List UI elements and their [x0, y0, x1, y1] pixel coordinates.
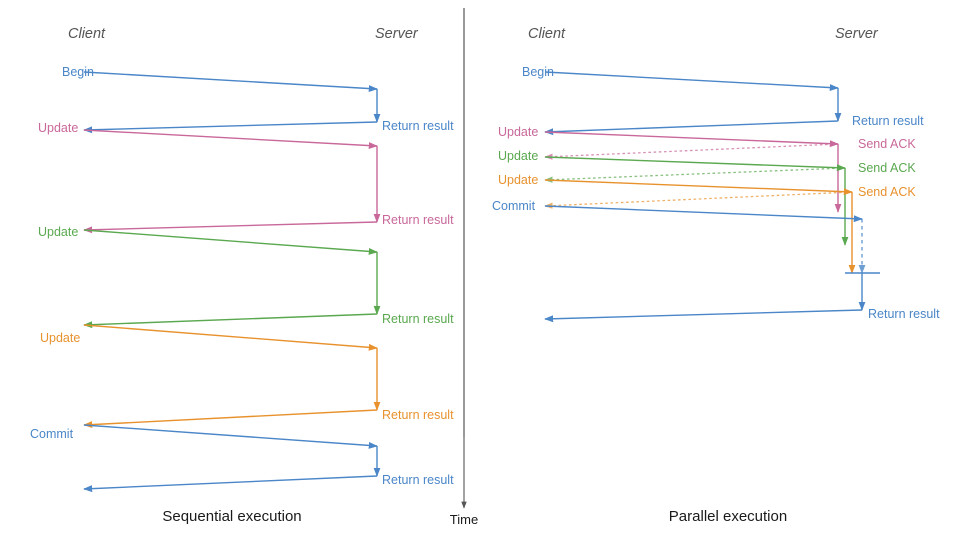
message-label-update2-return: Return result	[382, 312, 454, 326]
message-label-update1-ack: Send ACK	[858, 137, 916, 151]
message-update2-ack	[544, 167, 846, 183]
panel-caption-sequential: Sequential execution	[162, 508, 301, 525]
message-label-begin-return: Return result	[382, 119, 454, 133]
message-update1-request	[83, 129, 378, 150]
message-label-update3-ack: Send ACK	[858, 185, 916, 199]
message-update1-request	[544, 131, 839, 148]
message-update2-return	[83, 313, 378, 329]
message-label-commit-request: Commit	[30, 427, 74, 441]
message-update3-ack	[544, 191, 853, 209]
message-commit-return	[83, 475, 378, 493]
message-label-commit-return: Return result	[382, 473, 454, 487]
message-label-update2-request: Update	[38, 225, 78, 239]
message-update2-request	[544, 156, 846, 172]
message-update2-request	[83, 229, 378, 255]
message-label-begin-return: Return result	[852, 114, 924, 128]
server-header: Server	[835, 26, 879, 42]
client-header: Client	[68, 26, 106, 42]
server-header: Server	[375, 26, 419, 42]
message-update1-ack	[544, 143, 839, 160]
message-label-update3-return: Return result	[382, 408, 454, 422]
time-axis-label: Time	[450, 512, 478, 527]
message-label-update1-request: Update	[498, 125, 538, 139]
panel-caption-parallel: Parallel execution	[669, 508, 787, 525]
message-label-update1-return: Return result	[382, 213, 454, 227]
message-begin-return	[544, 120, 839, 136]
message-label-commit-return: Return result	[868, 307, 940, 321]
message-commit-request	[544, 205, 863, 223]
client-header: Client	[528, 26, 566, 42]
message-begin-return	[83, 121, 378, 134]
message-begin-request	[83, 71, 378, 92]
message-commit-return	[544, 309, 863, 323]
message-commit-request	[83, 424, 378, 449]
message-label-update3-request: Update	[498, 173, 538, 187]
message-update1-return	[83, 221, 378, 234]
message-update3-request	[544, 179, 853, 196]
time-axis-layer: Time	[450, 437, 478, 527]
message-label-begin-request: Begin	[62, 65, 94, 79]
message-label-update1-request: Update	[38, 121, 78, 135]
message-begin-request	[544, 71, 839, 92]
message-update3-request	[83, 324, 378, 351]
message-label-update3-request: Update	[40, 331, 80, 345]
message-label-begin-request: Begin	[522, 65, 554, 79]
message-label-update2-ack: Send ACK	[858, 161, 916, 175]
message-label-update2-request: Update	[498, 149, 538, 163]
message-update3-return	[83, 409, 378, 429]
message-label-commit-request: Commit	[492, 199, 536, 213]
